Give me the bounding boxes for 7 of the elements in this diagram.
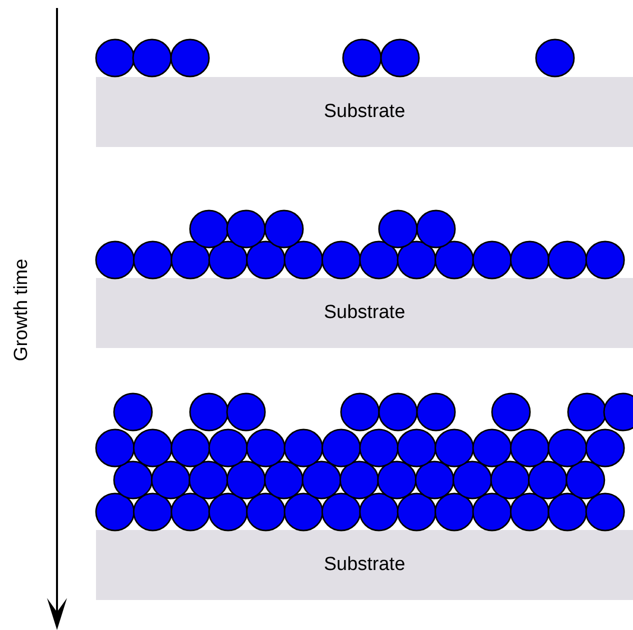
substrate-block: [96, 77, 633, 147]
substrate-block: [96, 278, 633, 348]
axis-label: Growth time: [11, 258, 33, 362]
substrate-block: [96, 530, 633, 600]
substrate-label: Substrate: [324, 554, 406, 576]
substrate-label: Substrate: [324, 101, 406, 123]
substrate-label: Substrate: [324, 302, 406, 324]
